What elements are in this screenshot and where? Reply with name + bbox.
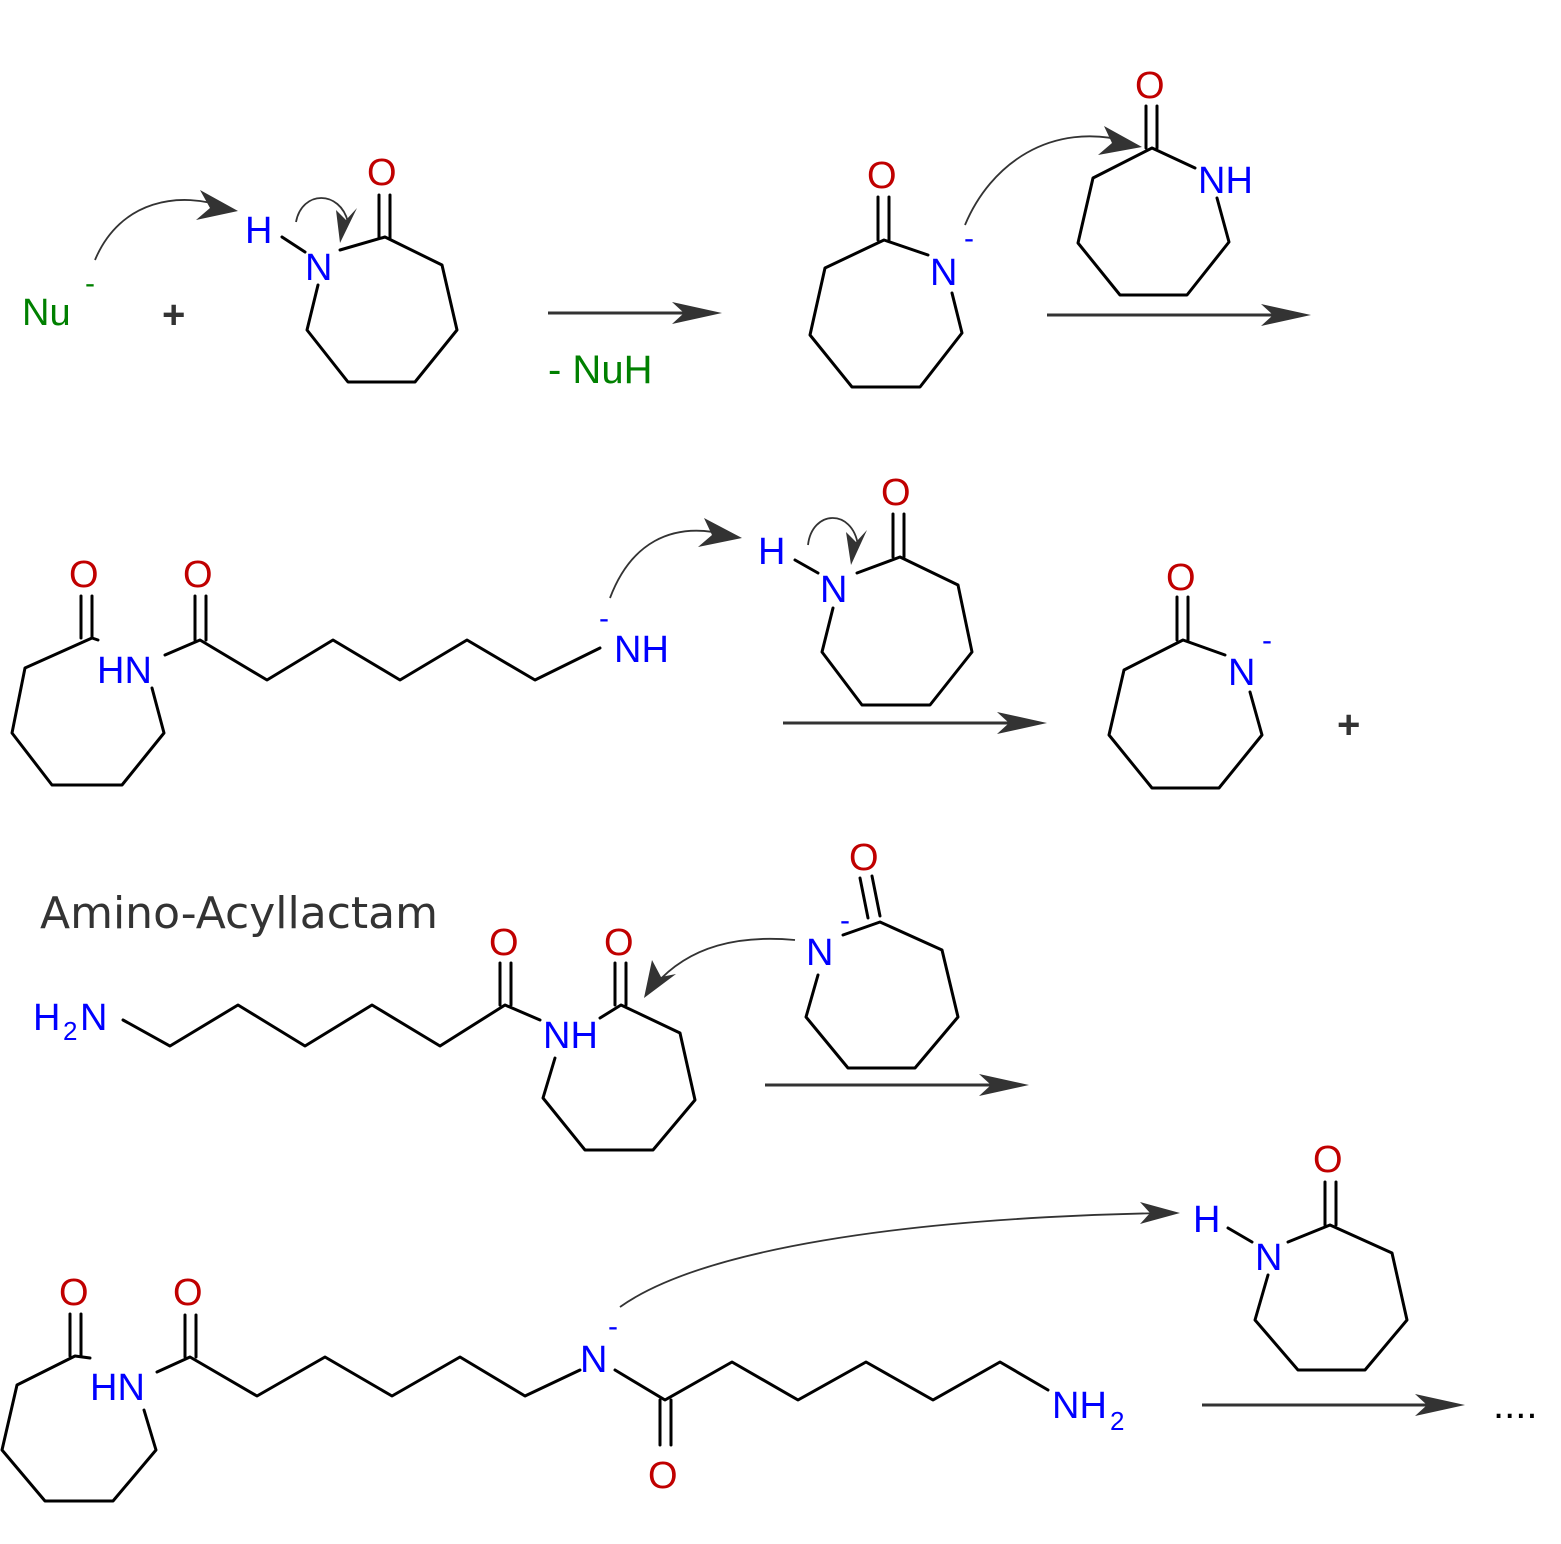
negative-charge: - bbox=[608, 1310, 618, 1343]
nitrogen-atom: N bbox=[930, 252, 957, 294]
nh-bond bbox=[1226, 1226, 1254, 1244]
plus-sign: + bbox=[162, 293, 185, 337]
ring-bonds bbox=[541, 1003, 697, 1152]
curly-arrowhead bbox=[1098, 126, 1142, 155]
caprolactam-anion: O N - bbox=[808, 126, 1142, 389]
curly-arrow-nh-bond bbox=[807, 517, 859, 546]
nucleophile-charge: - bbox=[85, 267, 95, 300]
ring-bonds bbox=[1253, 1223, 1409, 1372]
oxygen-atom: O bbox=[69, 554, 99, 596]
hn-group: HN bbox=[97, 650, 152, 692]
nh2-nh: NH bbox=[1052, 1385, 1107, 1427]
plus-sign: + bbox=[1337, 703, 1360, 747]
oxygen-atom: O bbox=[849, 837, 879, 879]
caprolactam-molecule: O H N bbox=[245, 152, 459, 384]
curly-arrow-attack bbox=[964, 135, 1131, 226]
hydrogen-atom: H bbox=[758, 531, 785, 573]
ring-bonds bbox=[1076, 146, 1231, 297]
intermediate-title: Amino-Acyllactam bbox=[40, 888, 438, 939]
curly-arrowhead bbox=[336, 208, 357, 243]
continuation-ellipsis: .... bbox=[1493, 1383, 1537, 1427]
nitrogen-atom: N bbox=[580, 1339, 607, 1381]
chain-bonds bbox=[121, 1003, 542, 1048]
curly-arrowhead bbox=[846, 530, 867, 565]
nitrogen-atom: N bbox=[1255, 1237, 1282, 1279]
oxygen-atom: O bbox=[183, 554, 213, 596]
h2n-n: N bbox=[80, 997, 107, 1039]
oxygen-atom: O bbox=[648, 1455, 678, 1497]
row-3: Amino-Acyllactam H 2 N O NH O O N - bbox=[33, 837, 1029, 1152]
chain-bonds bbox=[155, 1355, 582, 1398]
caprolactam-molecule: O H N bbox=[1193, 1139, 1409, 1372]
curly-arrow-deprotonation bbox=[609, 529, 729, 599]
reaction-arrowhead bbox=[997, 712, 1047, 734]
nh-bond bbox=[793, 558, 820, 575]
oxygen-atom: O bbox=[1313, 1139, 1343, 1181]
byproduct-label: - NuH bbox=[548, 348, 652, 392]
carbonyl-bond bbox=[858, 876, 870, 920]
row-2: O HN O NH - O H N bbox=[10, 472, 1360, 790]
row-4: O HN O N - O NH 2 O H N bbox=[0, 1139, 1537, 1503]
h2n-h: H bbox=[33, 997, 60, 1039]
nitrogen-atom: N bbox=[806, 932, 833, 974]
ring-bonds bbox=[820, 555, 974, 707]
nitrogen-atom: N bbox=[820, 569, 847, 611]
negative-charge: - bbox=[599, 602, 609, 635]
curly-arrow-deprotonation bbox=[619, 1212, 1166, 1308]
nh-group: NH bbox=[1198, 160, 1253, 202]
curly-arrow-nu-to-h bbox=[94, 199, 229, 261]
chain-bonds bbox=[163, 638, 602, 682]
curly-arrowhead bbox=[698, 518, 742, 547]
oxygen-atom: O bbox=[881, 472, 911, 514]
ring-bonds bbox=[804, 920, 960, 1070]
reaction-arrowhead bbox=[1261, 304, 1311, 326]
curly-arrowhead bbox=[644, 960, 676, 998]
carbonyl-bond-2 bbox=[870, 874, 882, 918]
caprolactam-molecule: O H N bbox=[758, 472, 974, 707]
caprolactam-anion: O N - bbox=[804, 837, 960, 1070]
dimer-anion: O HN O N - O NH 2 bbox=[0, 1272, 1124, 1503]
caprolactam-molecule: O NH bbox=[1076, 65, 1253, 297]
oxygen-atom: O bbox=[1135, 65, 1165, 107]
acyl-lactam-anion: O HN O NH - bbox=[10, 518, 742, 787]
curly-arrowhead bbox=[196, 190, 238, 220]
ring-bonds bbox=[10, 636, 166, 787]
chain-bonds bbox=[613, 1360, 1050, 1402]
hydrogen-atom: H bbox=[1193, 1199, 1220, 1241]
oxygen-atom: O bbox=[1166, 557, 1196, 599]
amino-acyllactam: H 2 N O NH O bbox=[33, 922, 697, 1152]
ring-bonds bbox=[808, 238, 964, 389]
nh-group: NH bbox=[614, 629, 669, 671]
nh-bond bbox=[280, 235, 307, 254]
curly-arrow-attack bbox=[654, 937, 796, 986]
nucleophile-label: Nu bbox=[22, 292, 71, 334]
oxygen-atom: O bbox=[173, 1272, 203, 1314]
curly-arrow-nh-bond bbox=[295, 197, 349, 223]
curly-arrowhead bbox=[1140, 1202, 1180, 1224]
row-1: Nu - + O H N - NuH O N - bbox=[22, 65, 1311, 392]
oxygen-atom: O bbox=[604, 922, 634, 964]
nh-group: NH bbox=[543, 1015, 598, 1057]
ring-bonds bbox=[1107, 638, 1264, 790]
ring-bonds bbox=[305, 235, 459, 384]
oxygen-atom: O bbox=[489, 922, 519, 964]
caprolactam-anion: O N - bbox=[1107, 557, 1272, 790]
oxygen-atom: O bbox=[867, 155, 897, 197]
nitrogen-atom: N bbox=[1228, 652, 1255, 694]
ring-bonds bbox=[0, 1354, 158, 1503]
h2n-subscript: 2 bbox=[63, 1016, 77, 1046]
negative-charge: - bbox=[964, 222, 974, 255]
nh2-subscript: 2 bbox=[1110, 1406, 1124, 1436]
hn-group: HN bbox=[90, 1367, 145, 1409]
negative-charge: - bbox=[1262, 624, 1272, 657]
negative-charge: - bbox=[840, 904, 850, 937]
nitrogen-atom: N bbox=[305, 247, 332, 289]
reaction-arrowhead bbox=[979, 1074, 1029, 1096]
reaction-arrowhead bbox=[672, 302, 722, 324]
hydrogen-atom: H bbox=[245, 210, 272, 252]
oxygen-atom: O bbox=[367, 152, 397, 194]
oxygen-atom: O bbox=[59, 1272, 89, 1314]
reaction-arrowhead bbox=[1415, 1394, 1465, 1416]
